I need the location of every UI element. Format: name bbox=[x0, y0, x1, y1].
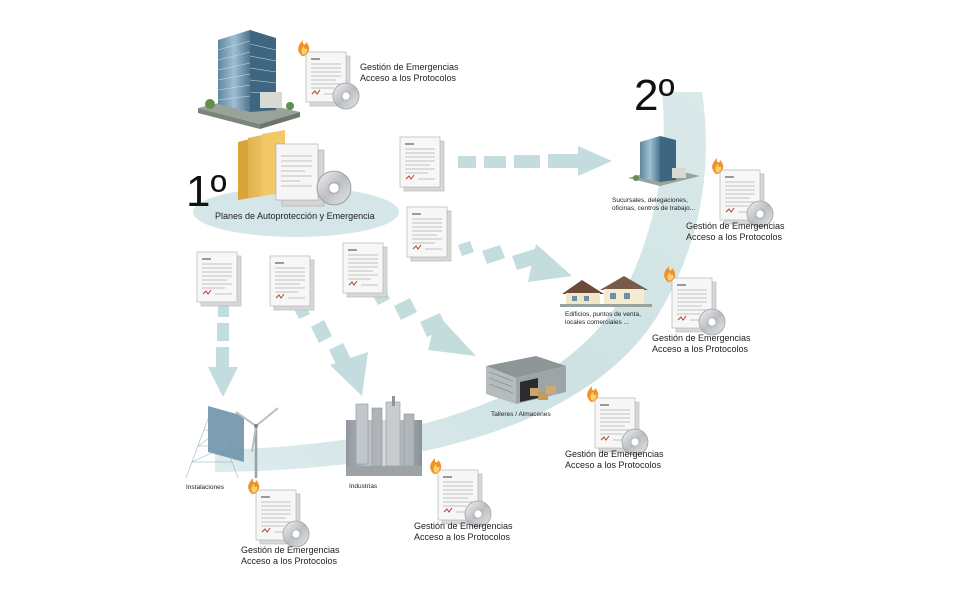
protocol-package-icon-sucursales bbox=[712, 158, 773, 227]
warehouse-icon bbox=[486, 356, 566, 404]
step-second-label: 2º bbox=[634, 71, 675, 120]
branch-office-building-icon bbox=[628, 136, 700, 186]
emergency-plans-docs-icon bbox=[275, 143, 352, 207]
retail-buildings-icon bbox=[560, 276, 652, 307]
arrow-to-talleres bbox=[372, 288, 476, 356]
arrow-to-industrias bbox=[293, 302, 368, 396]
node-label-instalaciones: Instalaciones bbox=[186, 484, 224, 491]
node-label-sucursales: Sucursales, delegaciones, oficinas, cent… bbox=[612, 197, 696, 213]
document-icon bbox=[269, 255, 315, 311]
arrow-to-edificios bbox=[458, 241, 572, 282]
flow-band bbox=[215, 92, 706, 472]
protocol-label-talleres: Gestión de Emergencias Acceso a los Prot… bbox=[565, 449, 664, 470]
step-first-label: 1º bbox=[186, 167, 227, 216]
protocol-label-instalaciones: Gestión de Emergencias Acceso a los Prot… bbox=[241, 545, 340, 566]
node-label-talleres: Talleres / Almacenes bbox=[491, 411, 551, 418]
hub-label: Planes de Autoprotección y Emergencia bbox=[215, 211, 375, 221]
node-label-edificios: Edificios, puntos de venta, locales come… bbox=[565, 311, 641, 327]
installations-icon bbox=[185, 406, 279, 479]
protocol-package-icon-hq bbox=[298, 40, 359, 109]
hub-ellipse bbox=[193, 187, 399, 237]
protocol-package-icon-talleres bbox=[587, 386, 648, 455]
protocol-label-edificios: Gestión de Emergencias Acceso a los Prot… bbox=[652, 333, 751, 354]
protocol-package-icon-instalaciones bbox=[248, 478, 309, 547]
document-icon bbox=[399, 136, 445, 192]
protocol-label-industrias: Gestión de Emergencias Acceso a los Prot… bbox=[414, 521, 513, 542]
protocol-label-sucursales: Gestión de Emergencias Acceso a los Prot… bbox=[686, 221, 785, 242]
node-label-industrias: Industrias bbox=[349, 483, 378, 490]
arrow-to-instalaciones bbox=[208, 303, 238, 397]
protocol-package-icon-edificios bbox=[664, 266, 725, 335]
document-icon bbox=[406, 206, 452, 262]
protocol-package-icon-industrias bbox=[430, 458, 491, 527]
document-icon bbox=[342, 242, 388, 298]
headquarters-building-icon bbox=[198, 30, 300, 129]
industry-refinery-icon bbox=[346, 396, 422, 476]
protocol-label-hq: Gestión de Emergencias Acceso a los Prot… bbox=[360, 62, 459, 83]
document-icon bbox=[196, 251, 242, 307]
arrow-to-sucursales bbox=[458, 146, 612, 176]
